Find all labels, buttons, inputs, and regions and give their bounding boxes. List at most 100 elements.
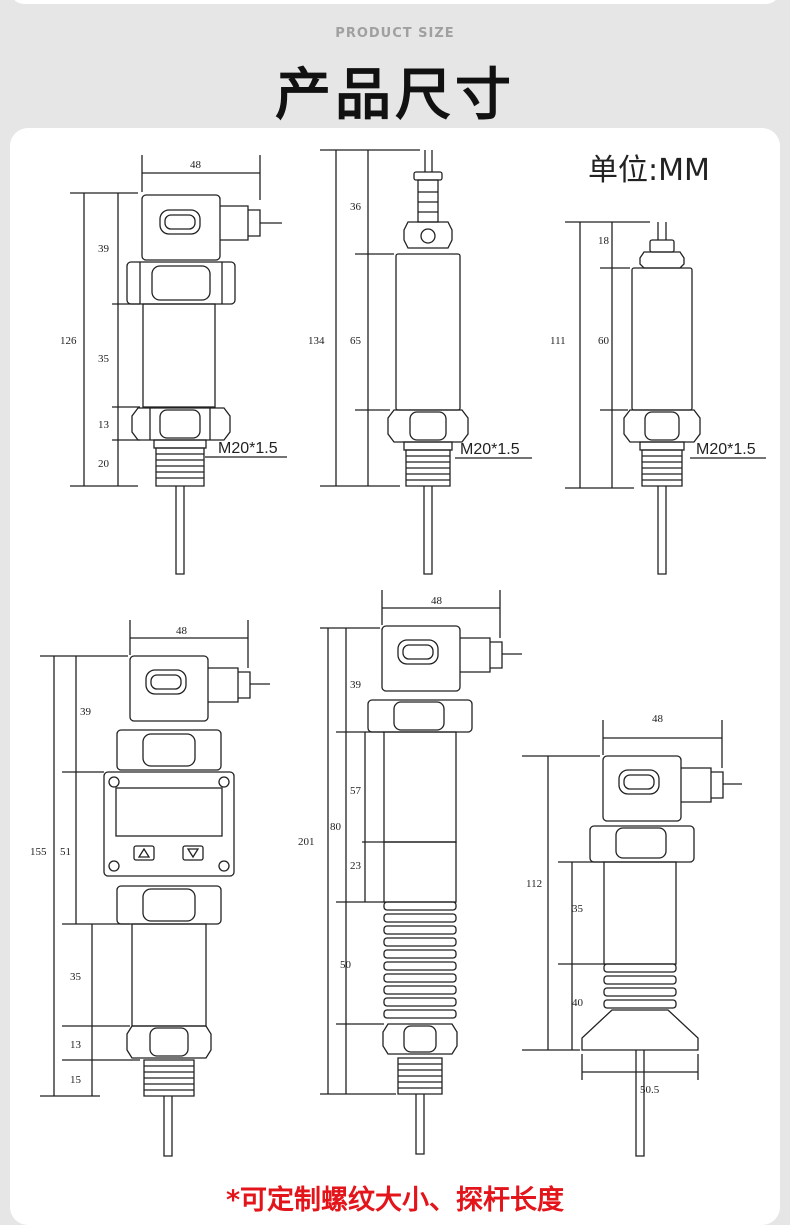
thread — [641, 449, 683, 487]
hex-nut-bottom — [382, 1023, 458, 1055]
dim-6-bottom: 50.5 — [640, 1084, 660, 1096]
dim-6-b: 40 — [572, 997, 584, 1009]
sensor-body — [603, 861, 677, 965]
side-plug — [220, 205, 249, 241]
dim-1-total: 126 — [60, 335, 77, 347]
connector-head — [141, 194, 221, 261]
cable-gland — [649, 239, 675, 253]
dim-1-b: 35 — [98, 353, 110, 365]
connector-head — [381, 625, 461, 692]
probe-rod — [163, 1096, 173, 1157]
dim-1-width: 48 — [190, 159, 202, 171]
probe-rod — [415, 1094, 425, 1155]
dim-3-a: 18 — [598, 235, 610, 247]
probe-rod — [635, 1050, 645, 1157]
head-window — [145, 669, 187, 695]
cooling-fins — [383, 901, 457, 1019]
sensor-body — [131, 923, 207, 1027]
head-window — [397, 639, 439, 665]
drawing-5 — [320, 590, 522, 1155]
thread-label-1: M20*1.5 — [218, 440, 278, 457]
customization-note: *可定制螺纹大小、探杆长度 — [225, 1185, 565, 1216]
dim-6-width: 48 — [652, 713, 664, 725]
head-window — [618, 769, 660, 795]
dim-4-b: 51 — [60, 846, 71, 858]
dim-1-d: 20 — [98, 458, 110, 470]
drawing-3 — [565, 221, 766, 575]
dim-3-b: 60 — [598, 335, 610, 347]
hex-nut-top — [367, 699, 473, 733]
drawing-2 — [320, 149, 532, 575]
connector-head — [129, 655, 209, 722]
probe-rod — [175, 486, 185, 575]
hex-nut-middle — [116, 885, 222, 925]
hex-nut-top — [589, 825, 695, 863]
down-button — [182, 845, 204, 861]
lcd-screen — [115, 787, 223, 837]
dim-4-e: 15 — [70, 1074, 82, 1086]
dim-5-total: 201 — [298, 836, 315, 848]
gland-nut — [639, 251, 685, 269]
thread — [397, 1057, 443, 1095]
cable-gland — [413, 171, 443, 181]
previous-card-edge — [10, 0, 780, 4]
dim-2-b: 65 — [350, 335, 362, 347]
dim-1-a: 39 — [98, 243, 110, 255]
sensor-body — [383, 731, 457, 843]
cooling-fins — [603, 963, 677, 1009]
page-top-strip — [0, 0, 790, 8]
dim-2-total: 134 — [308, 335, 325, 347]
dim-4-width: 48 — [176, 625, 188, 637]
dim-2-a: 36 — [350, 201, 362, 213]
dim-5-b: 80 — [330, 821, 342, 833]
display-box — [103, 771, 235, 877]
hex-nut-bottom — [131, 407, 231, 441]
hex-nut-bottom — [387, 409, 469, 443]
hex-nut-top — [126, 261, 236, 305]
dim-4-c: 35 — [70, 971, 82, 983]
drawing-6 — [522, 720, 742, 1157]
sensor-body — [395, 253, 461, 411]
section-eyebrow: PRODUCT SIZE — [335, 26, 455, 41]
dim-4-total: 155 — [30, 846, 47, 858]
up-button — [133, 845, 155, 861]
dim-5-d: 23 — [350, 860, 362, 872]
dim-1-c: 13 — [98, 419, 110, 431]
dim-3-total: 111 — [550, 335, 566, 347]
hex-nut-top — [116, 729, 222, 771]
dim-5-width: 48 — [431, 595, 443, 607]
dim-5-c: 57 — [350, 785, 362, 797]
sensor-body — [631, 267, 693, 411]
head-window — [159, 209, 201, 235]
sensor-body-lower — [383, 841, 457, 903]
thread — [405, 449, 451, 487]
drawing-4 — [40, 620, 270, 1157]
cable-gland-body — [417, 179, 439, 223]
sensor-body — [142, 303, 216, 408]
section-title: 产品尺寸 — [275, 63, 515, 128]
dim-6-total: 112 — [526, 878, 542, 890]
thread — [155, 447, 205, 487]
hex-nut-bottom — [623, 409, 701, 443]
probe-rod — [423, 486, 433, 575]
thread — [143, 1059, 195, 1097]
dim-4-a: 39 — [80, 706, 92, 718]
thread-label-2: M20*1.5 — [460, 441, 520, 458]
unit-label: 单位:MM — [588, 153, 710, 188]
drawing-1 — [70, 155, 287, 575]
dim-5-e: 50 — [340, 959, 352, 971]
sanitary-flange — [581, 1009, 699, 1051]
side-plug — [681, 767, 712, 803]
side-plug — [460, 637, 491, 673]
connector-head — [602, 755, 682, 822]
gland-nut — [403, 221, 453, 249]
thread-collar — [153, 439, 207, 449]
dim-5-a: 39 — [350, 679, 362, 691]
hex-nut-bottom — [126, 1025, 212, 1059]
drawing-card — [10, 128, 780, 1225]
dim-4-d: 13 — [70, 1039, 82, 1051]
thread-label-3: M20*1.5 — [696, 441, 756, 458]
probe-rod — [657, 486, 667, 575]
dim-6-a: 35 — [572, 903, 584, 915]
